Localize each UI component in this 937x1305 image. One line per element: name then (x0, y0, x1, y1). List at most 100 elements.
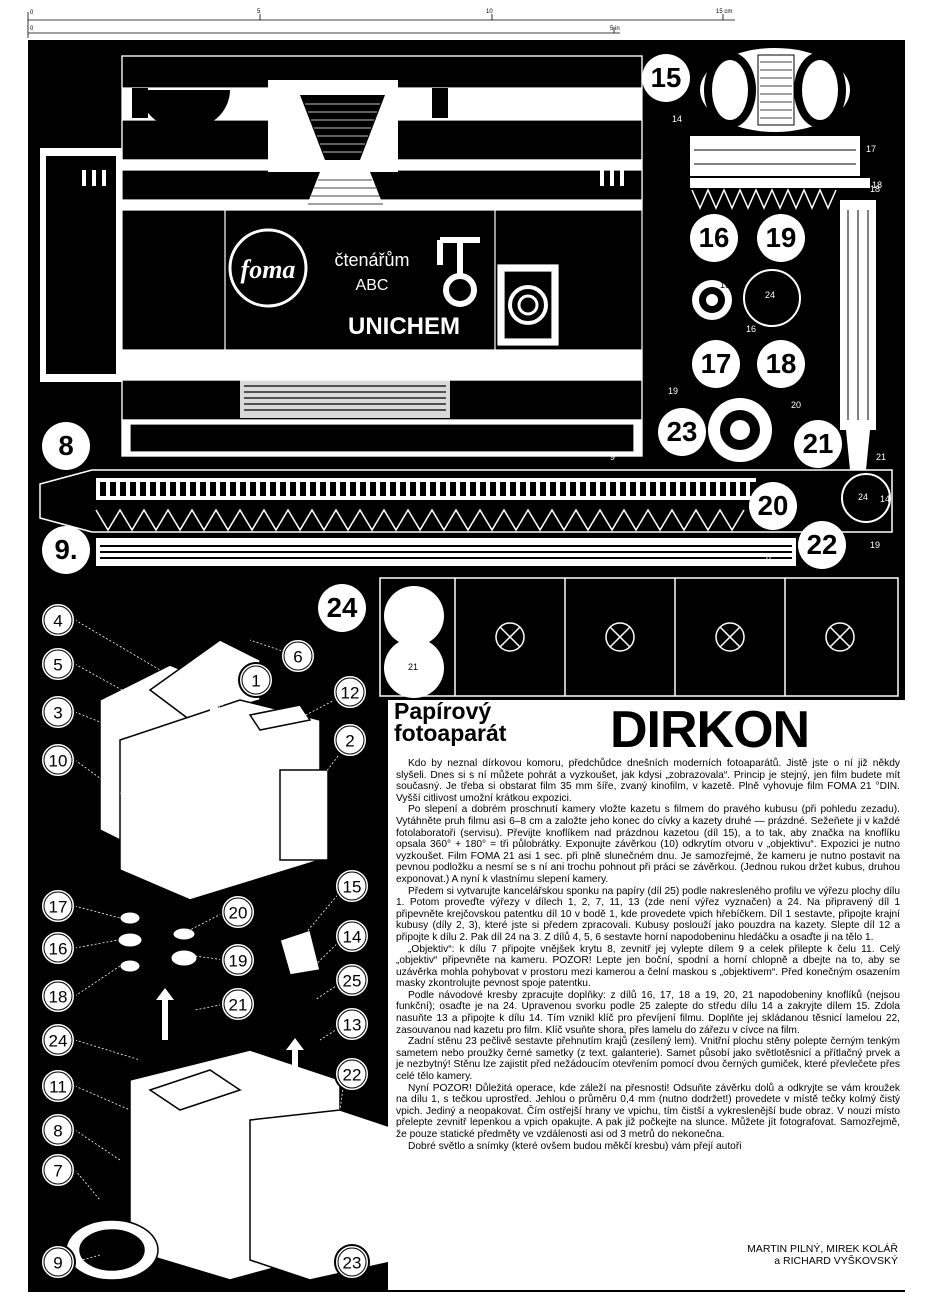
part-number-badge-ring (43, 1155, 73, 1185)
strip-tooth (190, 482, 196, 496)
part-number-badge (642, 54, 690, 102)
part-number-badge-ring (335, 725, 365, 755)
part-23-back-wall (379, 577, 899, 697)
strip-tooth (250, 482, 256, 496)
part-9-lines (100, 545, 792, 559)
part-number-badge (757, 340, 805, 388)
part-number-badge (690, 214, 738, 262)
part-number-badge (40, 602, 76, 638)
part-number-badge (334, 1006, 370, 1042)
strip-tooth (600, 482, 606, 496)
strip-tooth (730, 482, 736, 496)
part-number-label: 6 (293, 647, 302, 666)
part-number-label: 19 (229, 951, 248, 970)
part-number-label: 9. (54, 534, 77, 565)
part-number-badge-ring (43, 933, 73, 963)
small-part-label: 18 (870, 184, 880, 194)
strip-tooth (570, 482, 576, 496)
part-number-badge (40, 1152, 76, 1188)
strip-tooth (270, 482, 276, 496)
strip-tooth (540, 482, 546, 496)
part-24-disc-b (384, 638, 444, 698)
strip-tooth (430, 482, 436, 496)
assembly-knobs (117, 911, 198, 973)
lens-funnel-lower-lines (308, 179, 383, 205)
strip-tooth (260, 482, 266, 496)
part-number-label: 13 (343, 1015, 362, 1034)
part-number-label: 16 (699, 222, 730, 253)
part-number-badge (334, 1244, 370, 1280)
strip-tooth (590, 482, 596, 496)
part-number-label: 16 (49, 939, 68, 958)
strip-tooth (680, 482, 686, 496)
part-number-badge-ring (335, 677, 365, 707)
side-tabs (82, 170, 624, 186)
small-part-label: 24 (858, 492, 868, 502)
strip-tooth (580, 482, 586, 496)
credits-line1: MARTIN PILNÝ, MIREK KOLÁŘ (747, 1243, 898, 1255)
part-14-zigzag (691, 188, 837, 210)
camera-body-cutout (40, 55, 643, 457)
part-number-label: 24 (327, 592, 358, 623)
part-number-badge-ring (43, 1115, 73, 1145)
part-number-badge-ring (337, 871, 367, 901)
small-part-label: 20 (791, 400, 801, 410)
strip-tooth (330, 482, 336, 496)
part-number-badge (40, 1068, 76, 1104)
assembly-arrows (156, 684, 304, 1100)
part-14-teeth (694, 149, 856, 165)
strip-tooth (170, 482, 176, 496)
part-23-holes (495, 622, 855, 652)
part-number-label: 3 (53, 703, 62, 722)
part-number-badge-ring (43, 891, 73, 921)
strip-tooth (460, 482, 466, 496)
foma-logo-circle (228, 228, 308, 308)
part-number-label: 17 (49, 897, 68, 916)
part-number-badge-ring (223, 989, 253, 1019)
paragraph: Dobré světlo a snímky (které ovšem budou… (408, 1140, 742, 1152)
ruler-label-cm15: 15 cm (716, 9, 732, 15)
part-number-badge (40, 930, 76, 966)
strip-tooth (370, 482, 376, 496)
paragraph: Podle návodové kresby zpracujte doplňky:… (396, 989, 900, 1036)
title-left: Papírový fotoaparát (394, 700, 506, 745)
part-number-badge-ring (43, 1247, 73, 1277)
box-label-line1: čtenářům (334, 250, 409, 270)
assembly-part-numbers: 4531016122171618241187920192115142513222… (40, 602, 370, 1280)
part-number-label: 14 (343, 927, 362, 946)
strip-tooth (110, 482, 116, 496)
strip-tooth (140, 482, 146, 496)
part-number-label: 24 (49, 1031, 68, 1050)
part-number-label: 21 (229, 995, 248, 1014)
part-9-zigzag (95, 508, 745, 532)
part-number-label: 22 (343, 1065, 362, 1084)
part-number-badge-ring (337, 1009, 367, 1039)
strip-tooth (120, 482, 126, 496)
part-number-badge (692, 340, 740, 388)
small-part-label: 17 (866, 144, 876, 154)
credits-line2: a RICHARD VYŠKOVSKÝ (774, 1255, 898, 1267)
part-number-badge-ring (43, 1025, 73, 1055)
strip-tooth (200, 482, 206, 496)
part-number-badge (318, 584, 366, 632)
small-part-label: 16 (720, 280, 730, 290)
small-part-label: 14 (672, 114, 682, 124)
paragraph: „Objektiv“: k dílu 7 připojte vnějšek kr… (396, 943, 900, 990)
strip-tooth (180, 482, 186, 496)
part-number-label: 19 (766, 222, 797, 253)
strip-tooth (700, 482, 706, 496)
strip-tooth (470, 482, 476, 496)
part-number-badge-ring (223, 945, 253, 975)
part-number-badge-ring (337, 1059, 367, 1089)
part-15-cutout (700, 48, 850, 132)
part-number-label: 18 (49, 987, 68, 1006)
small-part-label: 16 (746, 324, 756, 334)
strip-tooth (210, 482, 216, 496)
strip-tooth (530, 482, 536, 496)
part-number-badge (220, 986, 256, 1022)
part-number-badge (40, 1112, 76, 1148)
part-number-label: 1 (251, 671, 260, 690)
part-number-label: 5 (53, 655, 62, 674)
paragraph: Předem si vytvarujte kancelářskou sponku… (396, 885, 900, 943)
